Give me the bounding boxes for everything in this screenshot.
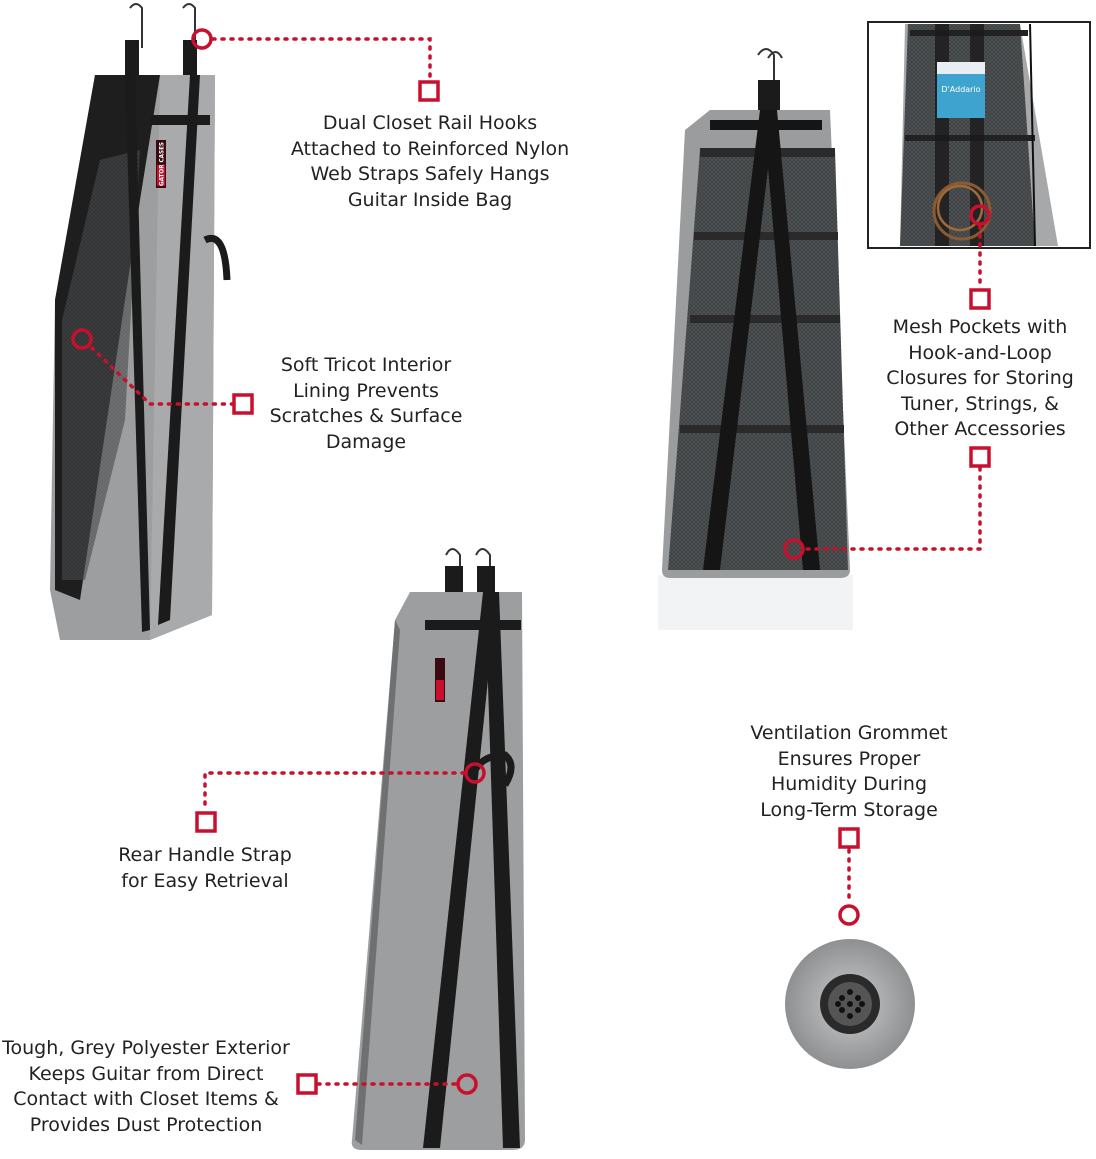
brand-label: GATOR CASES — [158, 142, 166, 186]
caption-line: Keeps Guitar from Direct — [28, 1062, 264, 1085]
callout-pockets-text: Mesh Pockets with Hook-and-Loop Closures… — [886, 315, 1074, 443]
pockets-bag-image — [658, 48, 853, 630]
caption-line: Dual Closet Rail Hooks — [322, 112, 538, 134]
callout-handle-text: Rear Handle Strap for Easy Retrieval — [118, 843, 292, 894]
caption-line: Hook-and-Loop — [908, 341, 1052, 364]
callout-grommet-text: Ventilation Grommet Ensures Proper Humid… — [750, 721, 947, 823]
callout-grommet-pointer — [838, 827, 860, 926]
caption-line: Rear Handle Strap — [118, 844, 292, 866]
callout-exterior-pointer — [296, 1073, 478, 1095]
rear-handle-strap — [466, 751, 515, 787]
brand-logo — [435, 658, 445, 702]
brand-logo: GATOR CASES — [156, 140, 166, 188]
caption-line: Lining Prevents — [293, 379, 439, 402]
caption-line: Ensures Proper — [777, 747, 921, 770]
string-pack-label: D'Addario — [941, 85, 980, 94]
open-bag-image: GATOR CASES — [50, 3, 231, 640]
hanger-hooks-icon — [757, 48, 783, 85]
callout-pockets-pointer — [969, 204, 991, 310]
caption-line: Tough, Grey Polyester Exterior — [2, 1037, 290, 1059]
rear-bag-image — [351, 548, 525, 1150]
caption-line: Long-Term Storage — [760, 798, 938, 821]
caption-line: Web Straps Safely Hangs — [310, 163, 550, 185]
hanger-hooks-icon — [445, 548, 491, 570]
callout-exterior-text: Tough, Grey Polyester Exterior Keeps Gui… — [2, 1036, 290, 1138]
callout-pockets-lower-pointer — [783, 446, 991, 560]
callout-lining-text: Soft Tricot Interior Lining Prevents Scr… — [270, 353, 463, 455]
guitar-strap-coil — [932, 181, 992, 241]
caption-line: Mesh Pockets with — [892, 316, 1068, 338]
caption-line: Guitar Inside Bag — [347, 188, 513, 211]
callout-markers — [71, 28, 991, 1095]
hanger-hooks-icon — [129, 3, 196, 48]
callout-hooks-pointer — [191, 28, 440, 102]
caption-line: Scratches & Surface — [269, 405, 463, 427]
caption-line: Contact with Closet Items & — [13, 1088, 279, 1110]
caption-line: Attached to Reinforced Nylon — [290, 137, 570, 160]
caption-line: Damage — [325, 430, 407, 453]
callout-handle-pointer — [195, 762, 486, 833]
caption-line: for Easy Retrieval — [121, 869, 289, 892]
caption-line: Soft Tricot Interior — [280, 354, 452, 376]
caption-line: Humidity During — [770, 773, 928, 795]
callout-hooks-text: Dual Closet Rail Hooks Attached to Reinf… — [291, 111, 569, 213]
caption-line: Ventilation Grommet — [750, 722, 948, 744]
pocket-detail-inset: D'Addario — [867, 21, 1091, 249]
grommet-detail-image — [785, 939, 915, 1069]
caption-line: Provides Dust Protection — [29, 1113, 263, 1136]
caption-line: Other Accessories — [894, 418, 1066, 440]
caption-line: Closures for Storing — [886, 367, 1074, 389]
callout-lining-pointer — [71, 328, 254, 415]
caption-line: Tuner, Strings, & — [901, 392, 1059, 415]
